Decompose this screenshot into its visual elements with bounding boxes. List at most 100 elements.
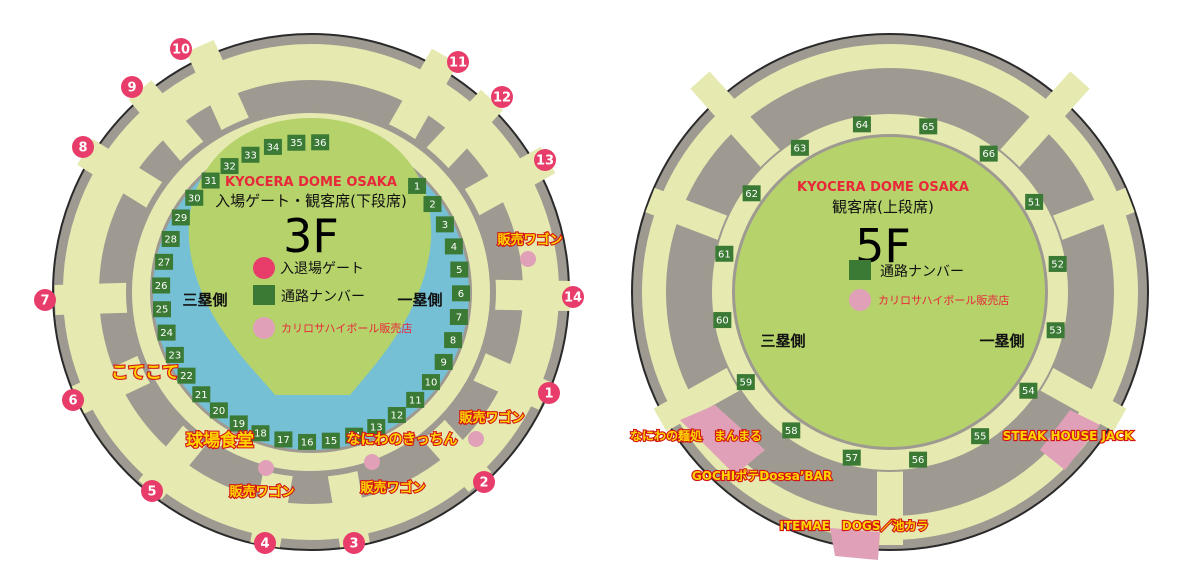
gate-marker bbox=[62, 389, 84, 411]
aisle-marker bbox=[742, 185, 761, 202]
aisle-marker bbox=[1046, 322, 1065, 339]
aisles-3f: 1234567891011121314151617181920212223242… bbox=[152, 134, 470, 450]
aisle-marker bbox=[715, 245, 734, 262]
aisle-marker bbox=[209, 402, 228, 419]
aisle-marker bbox=[241, 146, 260, 163]
gate-number: 5 bbox=[147, 485, 156, 500]
subtitle-5f: 観客席(上段席) bbox=[832, 198, 934, 216]
aisle-marker bbox=[201, 172, 220, 189]
aisle-number: 36 bbox=[314, 138, 327, 149]
aisle-number: 56 bbox=[912, 455, 925, 466]
aisle-marker bbox=[406, 391, 425, 408]
brand-5f: KYOCERA DOME OSAKA bbox=[797, 180, 969, 195]
aisle-number: 28 bbox=[164, 234, 177, 245]
field-5f bbox=[735, 137, 1045, 447]
aisle-number: 55 bbox=[974, 432, 987, 443]
aisle-marker bbox=[842, 449, 861, 466]
aisle-number: 10 bbox=[425, 378, 438, 389]
aisle-marker bbox=[345, 427, 364, 444]
aisle-marker bbox=[1025, 193, 1044, 210]
gate-marker bbox=[141, 480, 163, 502]
aisle-number: 15 bbox=[324, 436, 337, 447]
gate-marker bbox=[34, 289, 56, 311]
legend-aisle-icon-3f bbox=[253, 285, 275, 305]
aisle-number: 62 bbox=[745, 189, 758, 200]
aisle-number: 30 bbox=[188, 193, 201, 204]
aisle-number: 4 bbox=[451, 242, 457, 253]
aisle-number: 58 bbox=[785, 426, 798, 437]
aisle-number: 7 bbox=[456, 313, 462, 324]
aisle-marker bbox=[251, 425, 270, 442]
aisle-marker bbox=[321, 432, 340, 449]
aisle-marker bbox=[152, 301, 171, 318]
aisle-marker bbox=[450, 261, 469, 278]
aisle-marker bbox=[229, 415, 248, 432]
aisle-number: 3 bbox=[442, 220, 448, 231]
gate-number: 12 bbox=[493, 91, 511, 106]
aisle-number: 18 bbox=[254, 429, 267, 440]
kyujo-label: 球場食堂 bbox=[186, 430, 254, 451]
side-left-3f: 三塁側 bbox=[182, 291, 227, 309]
wagon-dot bbox=[258, 460, 274, 476]
floor-3f-map: KYOCERA DOME OSAKA 入場ゲート・観客席(下段席) 3F 入退場… bbox=[34, 33, 584, 554]
aisle-marker bbox=[287, 134, 306, 151]
gate-number: 6 bbox=[68, 394, 77, 409]
legend-wagon-icon-5f bbox=[849, 289, 871, 311]
aisle-marker bbox=[421, 374, 440, 391]
aisle-marker bbox=[451, 285, 470, 302]
floor-label-3f: 3F bbox=[283, 209, 339, 263]
legend-wagon-label-5f: カリロサハイボール販売店 bbox=[878, 293, 1009, 307]
legend-gate-label: 入退場ゲート bbox=[280, 261, 364, 277]
gate-marker bbox=[170, 38, 192, 60]
naniwa-kitchen-label: なにわのきっちん bbox=[346, 432, 457, 448]
brand-3f: KYOCERA DOME OSAKA bbox=[225, 175, 397, 190]
aisle-marker bbox=[263, 138, 282, 155]
aisle-number: 8 bbox=[450, 336, 456, 347]
shop-area bbox=[680, 405, 765, 475]
gate-number: 13 bbox=[536, 154, 554, 169]
gate-number: 4 bbox=[260, 537, 269, 552]
aisle-number: 32 bbox=[223, 162, 236, 173]
aisle-marker bbox=[444, 332, 463, 349]
side-right-5f: 一塁側 bbox=[979, 332, 1024, 350]
aisle-number: 14 bbox=[348, 431, 361, 442]
aisle-marker bbox=[971, 428, 990, 445]
aisle-marker bbox=[161, 230, 180, 247]
gate-marker bbox=[254, 532, 276, 554]
subtitle-3f: 入場ゲート・観客席(下段席) bbox=[215, 192, 407, 210]
gate-number: 1 bbox=[544, 387, 553, 402]
legend-aisle-icon-5f bbox=[849, 260, 871, 280]
aisle-number: 29 bbox=[174, 213, 187, 224]
aisle-number: 24 bbox=[160, 328, 173, 339]
aisle-number: 13 bbox=[370, 423, 383, 434]
aisle-marker bbox=[165, 346, 184, 363]
aisle-number: 59 bbox=[739, 378, 752, 389]
aisle-marker bbox=[177, 367, 196, 384]
aisle-marker bbox=[152, 277, 171, 294]
gate-number: 8 bbox=[78, 141, 87, 156]
side-right-3f: 一塁側 bbox=[397, 291, 442, 309]
shop-label-naniwa-men: なにわの麺処 まんまる bbox=[630, 428, 762, 443]
aisle-number: 66 bbox=[982, 149, 995, 160]
aisle-marker bbox=[298, 433, 317, 450]
aisle-marker bbox=[408, 177, 427, 194]
aisle-number: 11 bbox=[409, 395, 422, 406]
aisle-number: 6 bbox=[458, 289, 464, 300]
aisle-marker bbox=[192, 386, 211, 403]
field-3f bbox=[188, 118, 432, 395]
aisle-number: 31 bbox=[204, 176, 217, 187]
aisle-number: 25 bbox=[156, 305, 169, 316]
aisle-marker bbox=[449, 309, 468, 326]
aisle-number: 17 bbox=[277, 435, 290, 446]
kotekote-label: こてこて bbox=[111, 363, 179, 383]
aisle-number: 52 bbox=[1051, 259, 1064, 270]
shop-area bbox=[1040, 410, 1100, 470]
wagon-label: 販売ワゴン bbox=[497, 232, 562, 248]
aisle-marker bbox=[1048, 255, 1067, 272]
aisle-marker bbox=[171, 209, 190, 226]
wagon-label: 販売ワゴン bbox=[229, 484, 294, 500]
gate-marker bbox=[562, 286, 584, 308]
